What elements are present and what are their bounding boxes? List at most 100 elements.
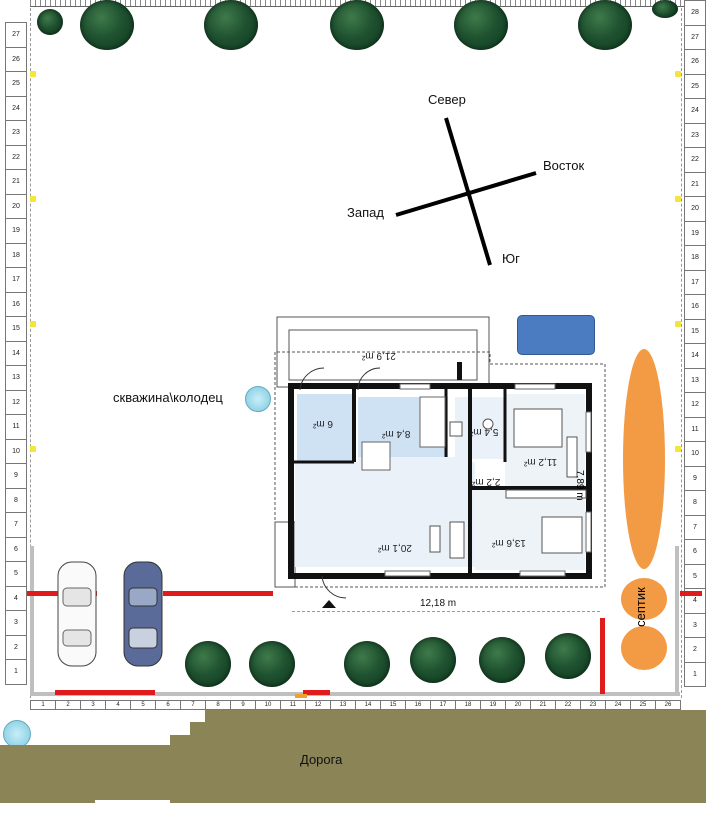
road-label: Дорога <box>300 752 343 767</box>
compass-west: Запад <box>347 205 384 220</box>
well-icon <box>245 386 271 412</box>
ruler-tick: 26 <box>684 50 706 75</box>
ruler-tick: 11 <box>684 417 706 442</box>
tree-icon <box>37 9 63 35</box>
septic-label: септик <box>633 587 648 627</box>
ruler-tick: 16 <box>406 700 431 710</box>
ruler-tick: 13 <box>684 368 706 393</box>
pool <box>517 315 595 355</box>
ruler-tick: 5 <box>5 562 27 587</box>
ruler-tick: 12 <box>5 390 27 415</box>
ruler-tick: 3 <box>684 613 706 638</box>
septic-tank <box>621 626 667 670</box>
ruler-tick: 18 <box>684 246 706 271</box>
car-white <box>57 561 97 667</box>
ruler-tick: 17 <box>431 700 456 710</box>
ruler-tick: 17 <box>5 268 27 293</box>
marker <box>675 446 681 452</box>
well-icon <box>3 720 31 748</box>
gate <box>295 694 307 698</box>
ruler-tick: 3 <box>5 611 27 636</box>
ruler-tick: 22 <box>556 700 581 710</box>
fence-red <box>600 618 605 694</box>
well-label: скважина\колодец <box>113 390 223 405</box>
ruler-tick: 25 <box>631 700 656 710</box>
ruler-tick: 8 <box>684 491 706 516</box>
ruler-tick: 17 <box>684 270 706 295</box>
plot-boundary <box>30 8 682 698</box>
ruler-tick: 23 <box>5 121 27 146</box>
marker <box>30 446 36 452</box>
ruler-tick: 22 <box>684 148 706 173</box>
fence-red <box>303 690 330 695</box>
width-dimension: 12,18 m <box>420 598 457 609</box>
ruler-tick: 20 <box>5 194 27 219</box>
ruler-tick: 21 <box>5 170 27 195</box>
road <box>170 735 195 750</box>
compass-rose <box>395 117 537 266</box>
ruler-tick: 16 <box>5 292 27 317</box>
depth-dimension: 7,89 m <box>574 470 585 501</box>
ruler-tick: 28 <box>684 1 706 26</box>
ruler-tick: 14 <box>684 344 706 369</box>
ruler-tick: 8 <box>206 700 231 710</box>
ruler-tick: 19 <box>684 221 706 246</box>
ruler-tick: 20 <box>684 197 706 222</box>
ruler-tick: 9 <box>684 466 706 491</box>
ruler-tick: 14 <box>356 700 381 710</box>
ruler-tick: 4 <box>106 700 131 710</box>
ruler-tick: 27 <box>5 23 27 48</box>
ruler-tick: 1 <box>5 660 27 685</box>
ruler-tick: 13 <box>331 700 356 710</box>
ruler-tick: 9 <box>231 700 256 710</box>
road-edge <box>95 800 170 804</box>
tree-icon <box>204 0 258 50</box>
ruler-tick: 24 <box>5 96 27 121</box>
tree-icon <box>410 637 456 683</box>
room-bedroom2: 13,6 m² <box>492 537 526 548</box>
ruler-tick: 11 <box>5 415 27 440</box>
ruler-tick: 26 <box>656 700 681 710</box>
tree-icon <box>454 0 508 50</box>
ruler-tick: 16 <box>684 295 706 320</box>
ruler-tick: 15 <box>684 319 706 344</box>
tree-icon <box>578 0 632 50</box>
ruler-tick: 2 <box>5 635 27 660</box>
septic-tank <box>623 349 665 569</box>
ruler-tick: 7 <box>684 515 706 540</box>
compass-north: Север <box>428 92 466 107</box>
fence <box>30 692 680 696</box>
house-floor-plan <box>274 316 606 612</box>
tree-icon <box>479 637 525 683</box>
ruler-tick: 6 <box>5 537 27 562</box>
ruler-tick: 8 <box>5 488 27 513</box>
ruler-tick: 7 <box>5 513 27 538</box>
car-blue <box>123 561 163 667</box>
road <box>0 745 706 803</box>
ruler-tick: 21 <box>531 700 556 710</box>
room-total-area: 21,9 m² <box>362 350 396 361</box>
ruler-tick: 19 <box>5 219 27 244</box>
ruler-tick: 6 <box>684 540 706 565</box>
tree-icon <box>344 641 390 687</box>
ruler-tick: 9 <box>5 464 27 489</box>
ruler-tick: 5 <box>131 700 156 710</box>
compass-east: Восток <box>543 158 585 173</box>
room-bedroom1: 11,2 m² <box>524 456 558 467</box>
ruler-tick: 26 <box>5 47 27 72</box>
ruler-tick: 1 <box>31 700 56 710</box>
tree-icon <box>330 0 384 50</box>
ruler-tick: 27 <box>684 25 706 50</box>
ruler-tick: 6 <box>156 700 181 710</box>
ruler-tick: 11 <box>281 700 306 710</box>
marker <box>30 196 36 202</box>
ruler-tick: 7 <box>181 700 206 710</box>
ruler-tick: 1 <box>684 662 706 687</box>
road <box>190 722 210 752</box>
compass-south: Юг <box>502 251 520 266</box>
ruler-tick: 10 <box>256 700 281 710</box>
ruler-tick: 12 <box>684 393 706 418</box>
room-vestibule: 6 m² <box>313 418 333 429</box>
